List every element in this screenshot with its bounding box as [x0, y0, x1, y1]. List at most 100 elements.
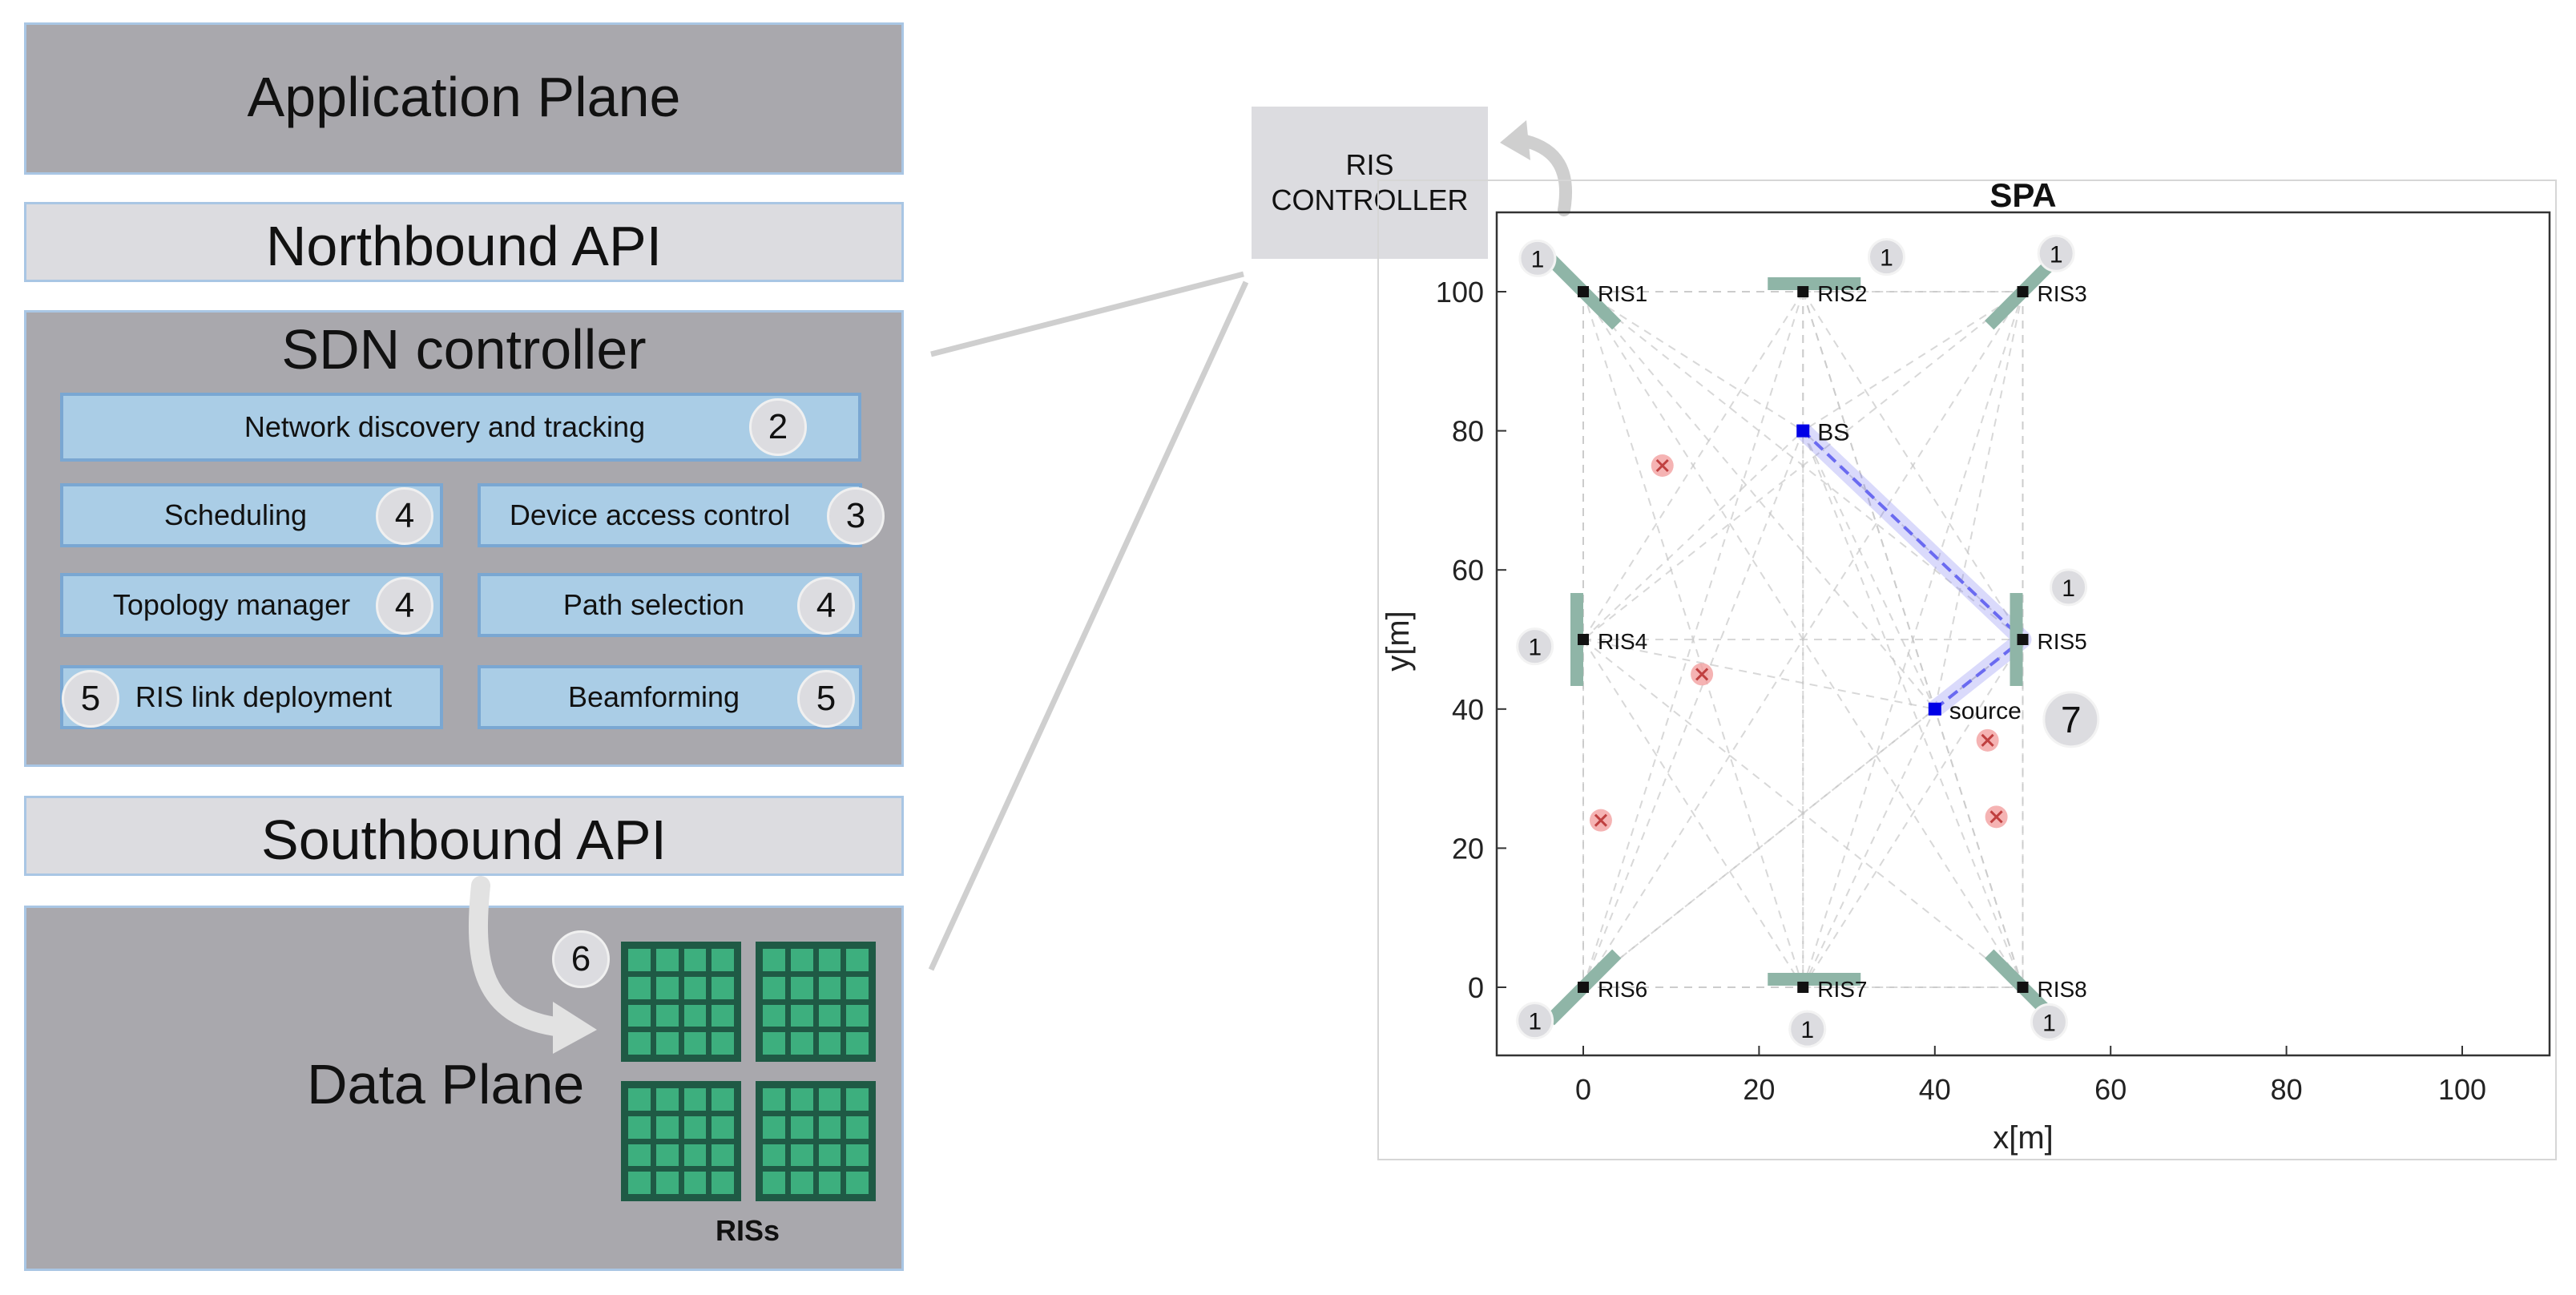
ris-badge [1518, 239, 1557, 277]
ris-panel-icon [756, 1081, 876, 1201]
southbound-api: Southbound API [24, 796, 904, 876]
x-tick-label: 100 [2438, 1073, 2486, 1106]
axes-box [1495, 211, 2551, 1057]
ris-panel-icon [621, 1081, 741, 1201]
ris-panel-icon [756, 942, 876, 1062]
ris-node [2017, 634, 2029, 645]
y-tick-label: 0 [1468, 971, 1484, 1004]
candidate-link [1582, 291, 1804, 640]
x-tick-label: 40 [1919, 1073, 1951, 1106]
module-label: Network discovery and tracking [244, 410, 646, 443]
ris-node [1578, 634, 1589, 645]
ris-node [1797, 982, 1809, 993]
ris-controller: RIS CONTROLLER [1252, 107, 1488, 259]
sdn-controller-title: SDN controller [281, 318, 647, 381]
ris-label: RIS8 [2038, 977, 2087, 1002]
candidate-link [1933, 708, 2024, 988]
application-plane-title: Application Plane [247, 66, 681, 128]
badge-device-access-control: 3 [827, 487, 885, 545]
badge-network-discovery: 2 [749, 398, 807, 456]
ris-controller-line1: RIS [1345, 148, 1394, 181]
blockage-cross [1981, 733, 1994, 747]
candidate-link [1582, 639, 1935, 710]
ris-badge [1788, 1010, 1827, 1048]
ris-badge-label: 1 [1528, 1009, 1542, 1035]
x-tick-label: 80 [2271, 1073, 2303, 1106]
ris-label: RIS1 [1598, 281, 1647, 306]
blockage-cross [1594, 813, 1608, 827]
badge-ris-link-deployment: 5 [62, 670, 119, 728]
candidate-link [1802, 291, 2024, 988]
southbound-api-title: Southbound API [261, 809, 667, 871]
module-ris-link-deployment: RIS link deployment [60, 665, 443, 729]
ris-badge [1516, 627, 1554, 666]
y-tick-label: 40 [1452, 693, 1484, 726]
ris-badge-label: 1 [2050, 241, 2063, 268]
y-tick-label: 100 [1436, 276, 1484, 309]
x-tick-label: 20 [1743, 1073, 1775, 1106]
badge-path-selection: 4 [797, 577, 855, 635]
candidate-link [1582, 430, 1804, 988]
badge-scheduling: 4 [376, 487, 433, 545]
x-axis-label: x[m] [1993, 1120, 2054, 1156]
module-label: Scheduling [163, 498, 308, 531]
ris-badge [1516, 1002, 1554, 1040]
ris-label: RIS4 [1598, 629, 1647, 654]
module-label: Path selection [562, 588, 745, 621]
ris-badge [2050, 568, 2088, 607]
x-tick-label: 60 [2094, 1073, 2127, 1106]
ris-node [2017, 286, 2029, 297]
data-plane: Data Plane 6 RISs [24, 906, 904, 1271]
ris-node [2017, 982, 2029, 993]
module-label: RIS link deployment [135, 680, 393, 713]
ris-badge-label: 1 [2062, 575, 2075, 602]
badge-topology-manager: 4 [376, 577, 433, 635]
data-plane-title: Data Plane [307, 1053, 585, 1115]
bs-label: BS [1817, 420, 1849, 446]
candidate-link [1802, 291, 2024, 432]
ris-badge [1867, 238, 1905, 276]
x-tick-label: 0 [1575, 1073, 1591, 1106]
blockage-cross [1989, 810, 2003, 824]
ris-node [1578, 982, 1589, 993]
ris-badge-label: 1 [1880, 245, 1893, 272]
chart-title: SPA [1989, 176, 2056, 214]
candidate-link [1582, 639, 1804, 988]
ris-node [1578, 286, 1589, 297]
ris-panel-icon [621, 942, 741, 1062]
source-node [1928, 702, 1941, 716]
ris-label: RIS3 [2038, 281, 2087, 306]
y-tick-label: 60 [1452, 554, 1484, 587]
ris-label: RIS2 [1817, 281, 1867, 306]
ris-node [1797, 286, 1809, 297]
sdn-controller: SDN controller Network discovery and tra… [24, 310, 904, 767]
module-label: Beamforming [567, 680, 740, 713]
blockage-cross [1655, 458, 1669, 473]
ris-badge-label: 1 [1800, 1017, 1814, 1043]
ris-badge-label: 1 [1531, 246, 1545, 272]
module-network-discovery: Network discovery and tracking [60, 393, 861, 462]
y-tick-label: 20 [1452, 832, 1484, 865]
ris-label: RIS6 [1598, 977, 1647, 1002]
ris-badge-label: 1 [2042, 1010, 2056, 1036]
bs-node [1796, 424, 1810, 438]
path-beam [1796, 424, 2032, 716]
module-label: Topology manager [112, 588, 351, 621]
path-badge-label: 7 [2061, 699, 2082, 740]
ris-label: RIS5 [2038, 629, 2087, 654]
module-device-access-control: Device access control [478, 483, 862, 547]
y-tick-label: 80 [1452, 415, 1484, 448]
ris-label: RIS7 [1817, 977, 1867, 1002]
ris-label: RISs [716, 1214, 780, 1247]
ris-badge-label: 1 [1528, 635, 1542, 661]
badge-data-plane: 6 [552, 930, 610, 988]
northbound-api-title: Northbound API [265, 215, 663, 277]
candidate-link [1582, 430, 1804, 640]
northbound-api: Northbound API [24, 202, 904, 282]
source-label: source [1949, 698, 2022, 724]
module-label: Device access control [509, 498, 791, 531]
ris-badge [2030, 1003, 2068, 1041]
blockage-cross [1695, 668, 1709, 681]
